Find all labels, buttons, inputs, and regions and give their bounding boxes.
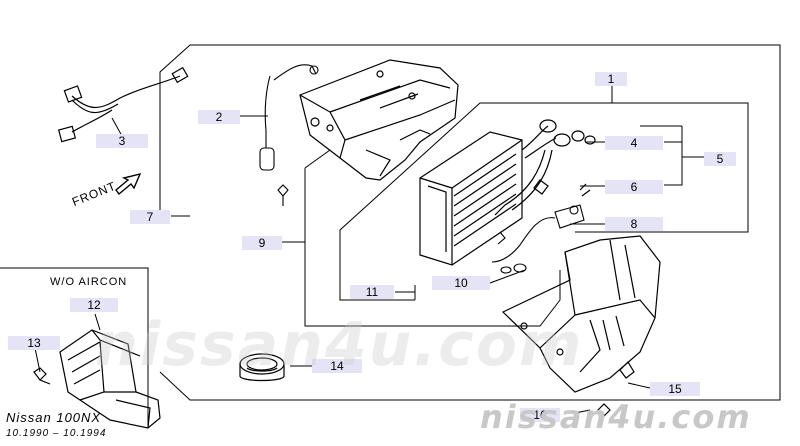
pipe-part [494, 119, 596, 216]
callout-2: 2 [198, 110, 240, 124]
callout-12: 12 [70, 298, 118, 312]
callout-11: 11 [350, 285, 394, 299]
callout-1: 1 [595, 72, 627, 86]
date-range-label: 10.1990 – 10.1994 [6, 428, 107, 439]
upper-case-part [299, 59, 459, 181]
callout-14: 14 [312, 359, 362, 373]
callout-4: 4 [605, 136, 663, 150]
callout-8: 8 [605, 217, 663, 231]
front-arrow-icon [115, 172, 142, 196]
wo-aircon-frame [0, 267, 149, 428]
leader-lines [34, 85, 749, 414]
callout-7: 7 [130, 210, 170, 224]
harness-part [57, 66, 189, 143]
wo-aircon-label: W/O AIRCON [50, 276, 128, 288]
duct-part [33, 329, 161, 429]
expansion-valve-part [491, 204, 585, 274]
callout-3: 3 [96, 134, 148, 148]
callout-6: 6 [605, 180, 663, 194]
callout-15: 15 [650, 382, 700, 396]
callout-10: 10 [432, 276, 490, 290]
main-frame [159, 44, 781, 401]
evaporator-core-part [419, 131, 523, 266]
thermo-sensor-part [259, 64, 319, 206]
seal-ring-part [239, 353, 285, 382]
callout-9: 9 [242, 236, 282, 250]
lower-case-part [501, 235, 661, 417]
watermark-large: nissan4u.com [95, 310, 584, 380]
callout-13: 13 [8, 336, 60, 350]
model-label: Nissan 100NX [6, 410, 102, 425]
watermark-small: nissan4u.com [480, 398, 752, 436]
callout-16: 16 [520, 408, 560, 422]
callout-5: 5 [704, 152, 736, 166]
